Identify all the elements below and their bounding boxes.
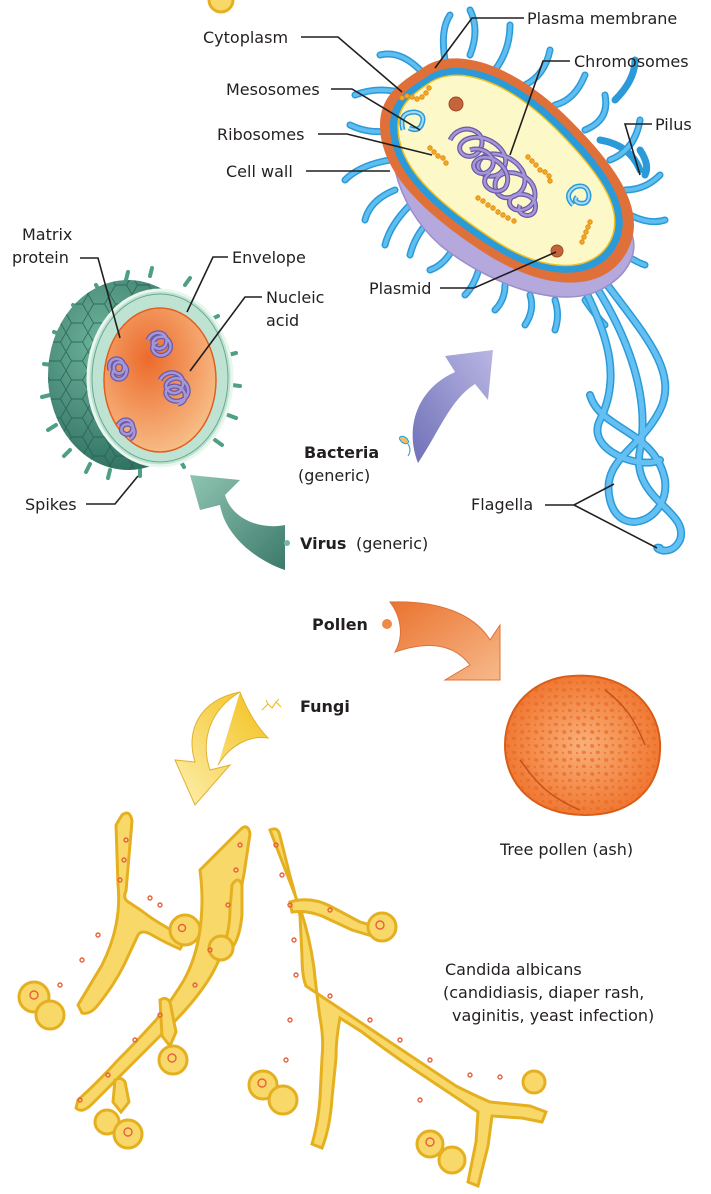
label-spikes: Spikes (25, 495, 77, 514)
label-matrix-protein-2: protein (12, 248, 69, 267)
label-chromosomes: Chromosomes (574, 52, 689, 71)
flagella (581, 271, 686, 555)
mesosome (399, 109, 592, 207)
label-cell-wall: Cell wall (226, 162, 293, 181)
tree-pollen-illustration (503, 674, 662, 817)
label-ribosomes: Ribosomes (217, 125, 304, 144)
fungi-caption-name: Fungi (300, 697, 350, 716)
candida-caption-line1: Candida albicans (445, 960, 582, 979)
label-plasmid: Plasmid (369, 279, 431, 298)
fungi-mini-icon (261, 698, 282, 711)
label-mesosomes: Mesosomes (226, 80, 320, 99)
candida-illustration (17, 0, 548, 1189)
virus-caption-name: Virus (300, 534, 346, 553)
label-cytoplasm: Cytoplasm (203, 28, 288, 47)
nucleic-acid (106, 330, 191, 442)
candida-caption-line3: vaginitis, yeast infection) (452, 1006, 654, 1025)
virus-illustration (40, 266, 242, 480)
ribosomes (399, 85, 593, 245)
label-plasma-membrane: Plasma membrane (527, 9, 677, 28)
candida-caption-line2: (candidiasis, diaper rash, (443, 983, 644, 1002)
label-flagella: Flagella (471, 495, 533, 514)
virus-arrow (190, 475, 285, 570)
label-pilus: Pilus (655, 115, 692, 134)
label-nucleic-acid-2: acid (266, 311, 299, 330)
plasmid (550, 244, 564, 258)
pollen-arrow (389, 601, 501, 681)
pollen-caption-name: Pollen (312, 615, 368, 634)
bacterium-illustration (341, 6, 686, 555)
bacteria-caption-name: Bacteria (304, 443, 379, 462)
pollen-mini-icon (382, 619, 392, 629)
virus-envelope-edge (91, 293, 229, 463)
label-envelope: Envelope (232, 248, 306, 267)
bacteria-caption-sub: (generic) (298, 466, 370, 485)
bacteria-arrow (412, 350, 493, 463)
virus-labels: Matrix protein Envelope Nucleic acid Spi… (12, 225, 324, 514)
bacteria-mini-icon (399, 435, 411, 457)
label-matrix-protein-1: Matrix (22, 225, 72, 244)
label-nucleic-acid-1: Nucleic (266, 288, 324, 307)
inclusion-body (448, 96, 464, 112)
bacteria-labels: Cytoplasm Plasma membrane Chromosomes Me… (203, 9, 692, 549)
candida-organelles (29, 837, 503, 1147)
virus-caption-sub: (generic) (356, 534, 428, 553)
fungi-arrow (174, 691, 270, 806)
chromosomes (447, 126, 538, 218)
virus-mini-icon (284, 540, 290, 546)
tree-pollen-caption: Tree pollen (ash) (499, 840, 633, 859)
